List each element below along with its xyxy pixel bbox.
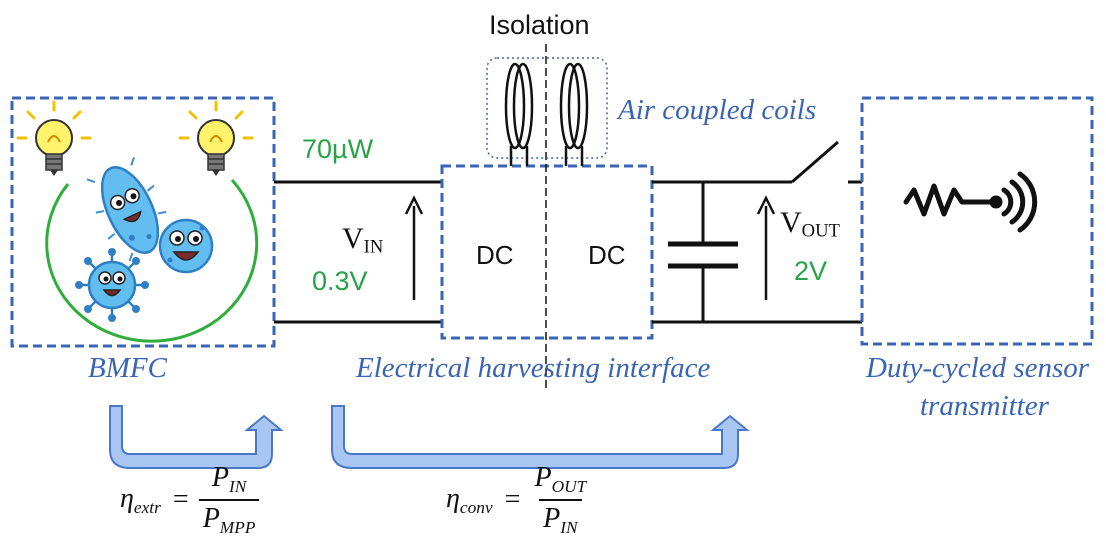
bmfc-box [10,96,276,348]
dc-left-label: DC [476,240,514,270]
bacteria-icon [75,156,214,322]
interface-label: Electrical harvesting interface [356,352,711,384]
sensor-label-line1: Duty-cycled sensor [866,352,1090,384]
dc-right-label: DC [588,240,626,270]
v-out-arrow [756,195,776,300]
conversion-efficiency-equation: ηconv = POUT PIN [446,462,587,538]
extraction-arrow [109,405,284,469]
air-coils-label: Air coupled coils [618,94,817,126]
light-bulb-icon [16,100,92,176]
dcdc-converter-box [440,164,654,340]
v-out-label: VOUT [780,206,840,242]
sensor-label-line2: transmitter [920,390,1049,422]
isolation-label: Isolation [489,10,590,40]
v-in-label: VIN [342,222,384,258]
sensor-box [860,96,1094,346]
capacitor-icon [668,182,738,322]
v-out-value: 2V [794,256,828,286]
light-bulb-icon [178,100,254,176]
extraction-efficiency-equation: ηextr = PIN PMPP [120,462,260,538]
bmfc-cell-outline [45,178,259,343]
v-in-value: 0.3V [312,266,368,296]
v-in-arrow [404,195,424,300]
bmfc-label: BMFC [88,352,167,384]
coil-icon [504,62,589,166]
power-in-value: 70µW [302,134,374,164]
conversion-arrow [331,405,750,469]
coils-box [486,57,608,159]
sensor-transmitter-icon [903,171,1038,233]
switch-icon [791,140,839,184]
